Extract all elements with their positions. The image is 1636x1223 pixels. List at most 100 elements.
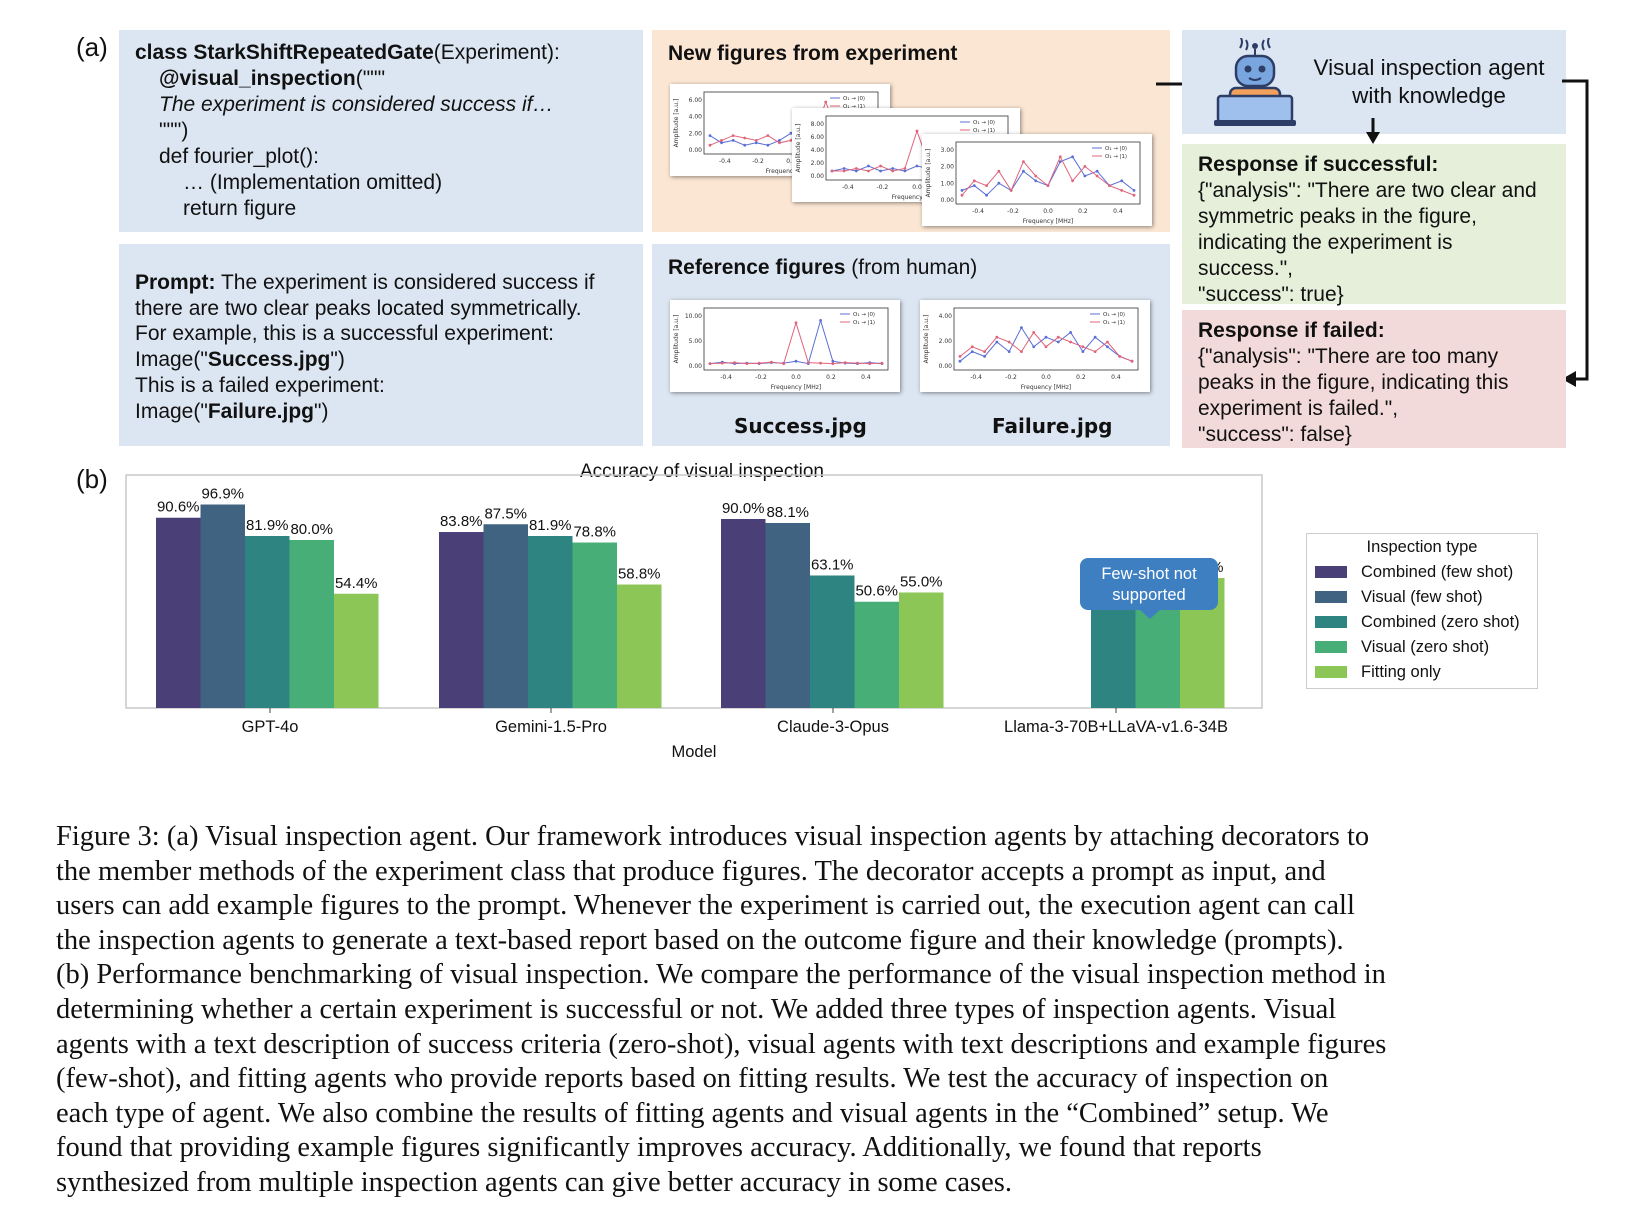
mini-plot-point (1095, 174, 1099, 178)
failure-caption: Failure.jpg (992, 414, 1113, 438)
caption-line: Figure 3: (a) Visual inspection agent. O… (56, 821, 1370, 852)
bar (617, 584, 662, 708)
bar-value-label: 80.0% (290, 521, 333, 538)
mini-plot-point (997, 169, 1001, 173)
mini-plot-point (1056, 340, 1060, 344)
x-tick-label: Llama-3-70B+LLaVA-v1.6-34B (1004, 718, 1228, 736)
mini-plot-ytick: 0.00 (689, 363, 703, 370)
mini-legend-label: O₁ → |0⟩ (853, 311, 875, 318)
mini-plot-point (842, 167, 846, 170)
prompt-line3: For example, this is a successful experi… (135, 322, 554, 346)
mini-plot-point (720, 139, 723, 142)
caption-line: the inspection agents to generate a text… (56, 924, 1344, 956)
mini-plot-point (1093, 335, 1097, 339)
prompt-line2: there are two clear peaks located symmet… (135, 296, 582, 320)
bar (765, 522, 810, 708)
mini-plot-point (794, 359, 798, 363)
response-failed-box: Response if failed: {"analysis": "There … (1182, 310, 1566, 448)
caption-line: each type of agent. We also combine the … (56, 1097, 1329, 1129)
mini-plot-point (1034, 179, 1038, 183)
new-figures-box: New figures from experiment Amplitude [a… (652, 30, 1170, 232)
bar-value-label: 87.5% (484, 505, 527, 522)
mini-plot-ytick: 4.00 (689, 114, 703, 121)
mini-plot-frame (703, 307, 889, 371)
bar-value-label: 88.1% (766, 504, 809, 521)
mini-plot-ytick: 8.00 (811, 121, 825, 128)
mini-plot-point (867, 164, 870, 168)
bar (854, 601, 899, 708)
mini-plot-xtick: 0.0 (912, 184, 922, 191)
mini-plot-point (985, 193, 988, 197)
x-tick-label: GPT-4o (242, 718, 299, 736)
mini-plot-point (1095, 169, 1099, 173)
caption-line: (few-shot), and fitting agents who provi… (56, 1063, 1329, 1095)
figure-caption: Figure 3: (a) Visual inspection agent. O… (56, 820, 1596, 1201)
mini-plot-point (1120, 179, 1124, 183)
mini-plot-point (983, 350, 986, 353)
mini-plot-xtick: -0.4 (970, 374, 982, 381)
mini-plot-point (891, 169, 895, 173)
bar (528, 536, 573, 708)
mini-legend-label: O₁ → |1⟩ (1103, 319, 1125, 326)
mini-plot-point (995, 335, 999, 339)
reference-box: Reference figures (from human) Amplitude… (652, 244, 1170, 446)
code-omitted: … (Implementation omitted) (183, 171, 443, 194)
mini-plot-point (1118, 355, 1122, 358)
response-success-line1: {"analysis": "There are two clear and (1198, 179, 1537, 202)
code-class-rest: (Experiment): (433, 41, 560, 64)
legend-swatch (1315, 641, 1347, 653)
mini-plot-xtick: 0.4 (1111, 374, 1121, 381)
mini-plot-point (720, 141, 723, 145)
mini-plot-point (958, 355, 962, 358)
mini-plot-point (903, 169, 907, 173)
x-tick-label: Claude-3-Opus (777, 718, 889, 736)
mini-plot-point (960, 193, 964, 197)
legend-swatch (1315, 666, 1347, 678)
mini-plot-point (970, 350, 974, 353)
mini-plot-point (1022, 160, 1025, 163)
mini-plot-point (1081, 345, 1085, 349)
code-decorator-rest: (""" (355, 67, 386, 90)
legend-item: Combined (zero shot) (1315, 612, 1520, 632)
mini-plot-point (824, 100, 828, 104)
response-success-line3: indicating the experiment is (1198, 231, 1453, 254)
bar (899, 592, 944, 708)
code-docstring: The experiment is considered success if… (159, 93, 554, 116)
bar-value-label: 54.4% (335, 575, 378, 592)
mini-plot-point (1044, 345, 1048, 349)
agent-label-line1: Visual inspection agent (1313, 55, 1545, 80)
mini-plot-xtick: -0.4 (972, 208, 984, 215)
mini-plot-xtick: 0.0 (1043, 208, 1053, 215)
mini-plot-ytick: 0.00 (811, 173, 825, 180)
mini-plot-point (708, 362, 712, 365)
bar (810, 575, 855, 708)
mini-plot-xlabel: Frequency [MHz] (892, 194, 942, 201)
x-axis-label: Model (672, 743, 717, 761)
mini-plot-xtick: 0.2 (826, 374, 836, 381)
mini-plot-xtick: -0.2 (1005, 374, 1017, 381)
mini-legend-label: O₁ → |1⟩ (973, 127, 995, 134)
mini-plot-point (778, 141, 781, 145)
mini-plot-point (830, 169, 834, 173)
mini-plot-ytick: 3.00 (941, 147, 955, 154)
bar (156, 517, 201, 708)
mini-plot-point (708, 134, 712, 137)
bar (483, 524, 528, 708)
mini-plot-point (770, 360, 773, 364)
mini-legend-label: O₁ → |0⟩ (1103, 311, 1125, 318)
mini-plot-frame (953, 307, 1139, 371)
mini-plot-point (1071, 155, 1074, 159)
mini-plot-ytick: 0.00 (941, 197, 955, 204)
mini-plot-point (831, 359, 835, 363)
mini-plot-point (731, 139, 735, 142)
mini-plot-point (972, 179, 976, 183)
callout-line2: supported (1112, 586, 1186, 604)
response-failed-line1: {"analysis": "There are too many (1198, 345, 1499, 368)
mini-plot-point (743, 143, 747, 147)
bar (572, 542, 617, 708)
mini-plot-point (757, 361, 761, 365)
legend-item: Combined (few shot) (1315, 562, 1513, 582)
mini-plot-xtick: -0.2 (755, 374, 767, 381)
